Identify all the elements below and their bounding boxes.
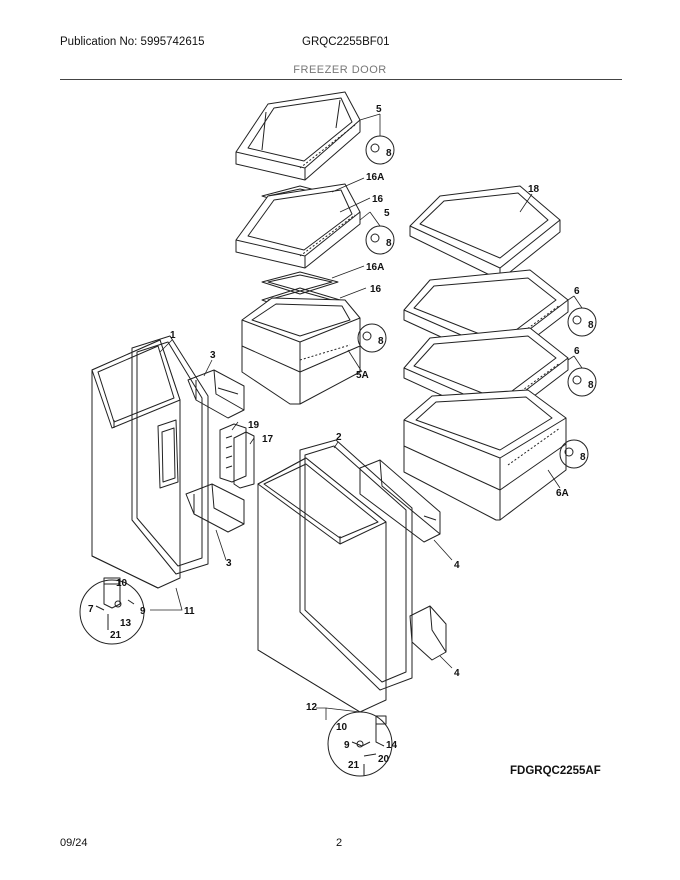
callout-8: 8 bbox=[386, 148, 392, 159]
callout-9-left: 9 bbox=[140, 606, 146, 617]
callout-16a-upper: 16A bbox=[366, 172, 384, 183]
door-bin-4-upper bbox=[359, 459, 441, 543]
callout-12: 12 bbox=[306, 702, 318, 713]
callout-16-middle: 16 bbox=[370, 284, 382, 295]
callout-21-right: 21 bbox=[348, 760, 360, 771]
model-number: GRQC2255BF01 bbox=[302, 36, 390, 48]
callout-8: 8 bbox=[588, 320, 594, 331]
door-bin-3-upper bbox=[187, 369, 245, 419]
callout-labels: 5 8 16A 16 5 8 16A 16 8 5A 18 6 8 6 8 8 … bbox=[88, 104, 594, 771]
pan-18 bbox=[409, 185, 561, 281]
control-panel-19 bbox=[219, 423, 247, 483]
callout-10-left: 10 bbox=[116, 578, 128, 589]
header-rule bbox=[60, 79, 622, 80]
callout-5-middle: 5 bbox=[384, 208, 390, 219]
left-door-gasket-1 bbox=[131, 335, 209, 575]
callout-18: 18 bbox=[528, 184, 540, 195]
freezer-basket-upper bbox=[235, 91, 361, 181]
callout-19: 19 bbox=[248, 420, 260, 431]
callout-3-lower: 3 bbox=[226, 558, 232, 569]
callout-4-lower: 4 bbox=[454, 668, 460, 679]
callout-10-right: 10 bbox=[336, 722, 348, 733]
callout-9-right: 9 bbox=[344, 740, 350, 751]
freezer-basket-middle bbox=[235, 183, 361, 269]
callout-7: 7 bbox=[88, 604, 94, 615]
bin-6a bbox=[403, 389, 567, 521]
callout-8: 8 bbox=[386, 238, 392, 249]
control-overlay-17 bbox=[233, 431, 255, 489]
callout-6a: 6A bbox=[556, 488, 569, 499]
callout-2: 2 bbox=[336, 432, 342, 443]
callout-8: 8 bbox=[378, 336, 384, 347]
right-door-gasket-2 bbox=[299, 439, 413, 691]
left-door-11 bbox=[91, 339, 181, 589]
door-bin-4-lower bbox=[409, 605, 447, 661]
leader-lines bbox=[150, 113, 583, 720]
callout-6-lower: 6 bbox=[574, 346, 580, 357]
callout-5-upper: 5 bbox=[376, 104, 382, 115]
callout-13: 13 bbox=[120, 618, 132, 629]
callout-17: 17 bbox=[262, 434, 274, 445]
page-number: 2 bbox=[336, 837, 343, 849]
callout-3-upper: 3 bbox=[210, 350, 216, 361]
callout-6-upper: 6 bbox=[574, 286, 580, 297]
callout-21-left: 21 bbox=[110, 630, 122, 641]
callout-20: 20 bbox=[378, 754, 390, 765]
callout-4-upper: 4 bbox=[454, 560, 460, 571]
drawing-code: FDGRQC2255AF bbox=[510, 765, 601, 777]
callout-11: 11 bbox=[184, 606, 195, 617]
callout-1: 1 bbox=[170, 330, 176, 341]
callout-16-upper: 16 bbox=[372, 194, 384, 205]
right-door-12 bbox=[257, 457, 387, 713]
hinge-detail-left bbox=[79, 577, 145, 645]
footer-date: 09/24 bbox=[60, 837, 88, 849]
callout-16a-middle: 16A bbox=[366, 262, 384, 273]
section-title: FREEZER DOOR bbox=[293, 64, 387, 76]
callout-14: 14 bbox=[386, 740, 398, 751]
door-bin-3-lower bbox=[185, 483, 245, 533]
publication-number: Publication No: 5995742615 bbox=[60, 36, 205, 48]
freezer-bin-5a bbox=[241, 297, 361, 405]
callout-5a: 5A bbox=[356, 370, 369, 381]
callout-8: 8 bbox=[580, 452, 586, 463]
callout-8: 8 bbox=[588, 380, 594, 391]
